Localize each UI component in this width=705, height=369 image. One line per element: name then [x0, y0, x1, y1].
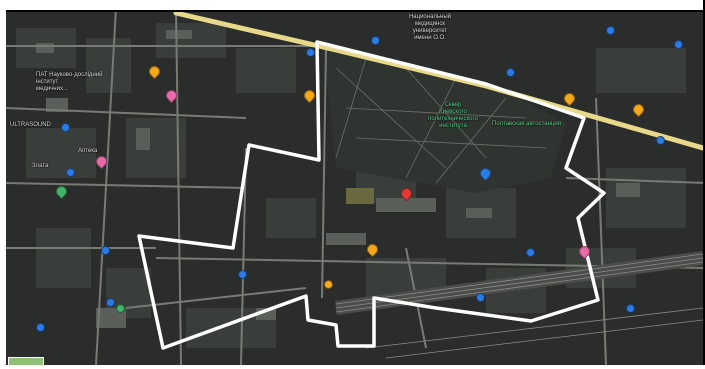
rail-lines — [335, 253, 703, 359]
poi-dot-icon[interactable] — [476, 293, 485, 302]
label-university: Национальный медицинск университет имени… — [408, 14, 452, 41]
poi-dot-icon[interactable] — [656, 136, 665, 145]
poi-dot-icon[interactable] — [371, 36, 380, 45]
poi-dot-icon[interactable] — [238, 270, 247, 279]
poi-dot-icon[interactable] — [526, 248, 535, 257]
poi-dot-icon[interactable] — [61, 123, 70, 132]
streets — [6, 8, 703, 365]
poi-dot-icon[interactable] — [506, 68, 515, 77]
poi-dot-icon[interactable] — [66, 168, 75, 177]
poi-dot-icon[interactable] — [606, 26, 615, 35]
poi-dot-icon[interactable] — [106, 298, 115, 307]
city-blocks — [16, 23, 686, 348]
label-zlata: Злата — [32, 163, 49, 169]
park-paths — [335, 57, 547, 184]
top-banner — [0, 0, 705, 12]
bottom-margin — [0, 365, 705, 369]
right-border — [703, 0, 705, 369]
park-area — [324, 48, 566, 193]
label-park: Сквер Киевского политехнического институ… — [428, 102, 478, 129]
satellite-map[interactable]: Национальный медицинск университет имени… — [6, 8, 703, 365]
poi-dot-icon[interactable] — [36, 323, 45, 332]
district-boundary — [137, 40, 606, 350]
left-margin — [0, 0, 6, 369]
poi-dot-icon[interactable] — [674, 40, 683, 49]
highway — [173, 10, 703, 151]
poi-dot-icon[interactable] — [101, 246, 110, 255]
poi-dot-icon[interactable] — [306, 48, 315, 57]
poi-dot-icon[interactable] — [116, 304, 125, 313]
map-graphics — [6, 8, 703, 365]
label-left-pharmacy: Аптека — [78, 148, 98, 154]
poi-dot-icon[interactable] — [626, 304, 635, 313]
label-station: Полтавская автостанция — [492, 121, 561, 127]
poi-dot-icon[interactable] — [324, 280, 333, 289]
label-ultrasound: ULTRASOUND — [10, 122, 51, 128]
label-medinstitute: ПАТ Науково-дослідний інститут медичних.… — [36, 72, 103, 92]
